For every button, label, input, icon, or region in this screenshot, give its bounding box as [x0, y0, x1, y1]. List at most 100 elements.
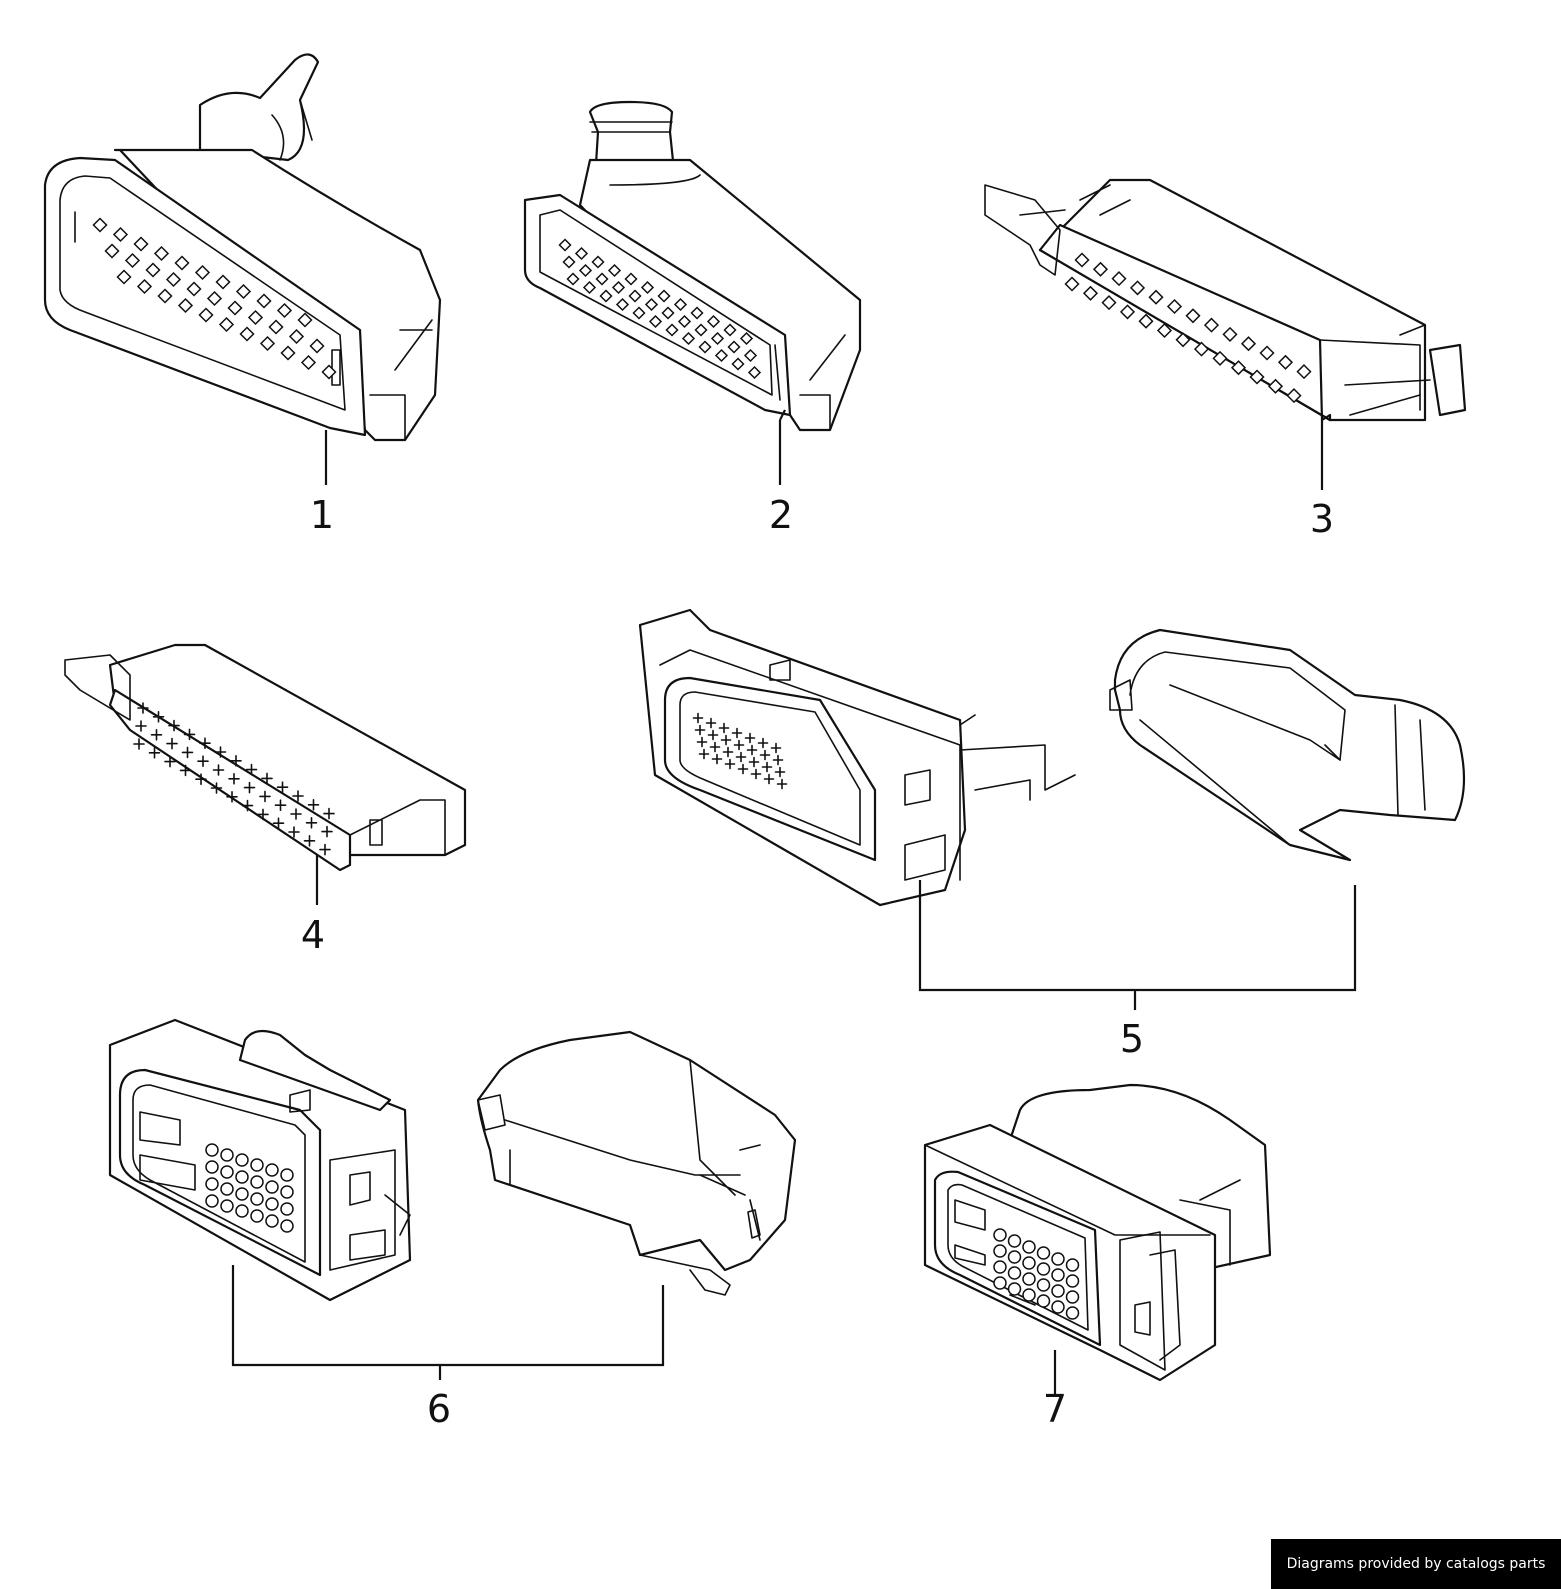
connector-pin [599, 289, 613, 303]
connector-pin [1259, 345, 1275, 361]
connector-pin [186, 281, 202, 297]
connector-pin [220, 1148, 234, 1162]
connector-pin [136, 278, 153, 295]
connector-pin [198, 307, 214, 323]
connector-pin [744, 732, 756, 744]
connector-pin [256, 293, 272, 309]
connector-pin [205, 1143, 219, 1157]
callout-5: 5 [1120, 1017, 1144, 1061]
connector-pin [243, 781, 256, 794]
connector-pin [265, 1214, 279, 1228]
connector-pin [1036, 1246, 1051, 1260]
connector-pin [206, 290, 223, 307]
leader-lines [231, 420, 1357, 1395]
part-5-housing-drawing [638, 608, 1076, 907]
connector-pin [558, 238, 572, 252]
connector-pin [657, 289, 671, 303]
connector-pin [235, 1187, 249, 1201]
connector-pin [993, 1276, 1007, 1290]
connector-pin [157, 288, 173, 304]
connector-pin [1230, 360, 1247, 376]
connector-pin [1240, 336, 1257, 352]
connector-pin [747, 365, 762, 380]
connector-pin [164, 755, 176, 768]
connector-pin [644, 297, 659, 312]
connector-pin [591, 255, 605, 269]
connector-pin [268, 319, 284, 335]
callout-1: 1 [310, 493, 334, 537]
connector-pin [1193, 341, 1210, 357]
connector-pin [205, 1160, 219, 1174]
connector-pin [272, 817, 285, 829]
connector-pin [220, 1182, 234, 1196]
connector-pin [673, 297, 688, 312]
connector-pin [1148, 289, 1164, 305]
connector-pin [166, 737, 178, 750]
connector-pin [174, 255, 190, 271]
connector-pin [199, 737, 211, 749]
connector-pin [759, 749, 771, 761]
connector-pin [1212, 350, 1228, 366]
connector-pin [698, 748, 710, 760]
connector-pin [133, 738, 145, 750]
connector-pin [1051, 1284, 1065, 1298]
part-5-cover-drawing [1109, 628, 1466, 862]
connector-pin [1277, 354, 1294, 370]
connector-pin [235, 1153, 249, 1167]
connector-pin [1036, 1262, 1051, 1276]
connector-pin [1065, 1290, 1080, 1304]
connector-pin [177, 297, 194, 314]
connector-pin [259, 790, 271, 803]
connector-pin [307, 799, 320, 811]
connector-pin [665, 323, 679, 337]
connector-pin [194, 264, 211, 281]
connector-pin [1175, 332, 1191, 348]
connector-pin [1222, 326, 1238, 342]
connector-pin [735, 751, 747, 763]
connector-pin [1007, 1266, 1022, 1280]
connector-pin [265, 1197, 279, 1211]
connector-pin [215, 274, 231, 290]
connector-pin [300, 354, 317, 371]
connector-pin [276, 781, 289, 793]
connector-pin [220, 1199, 234, 1213]
connector-pin [1249, 369, 1265, 385]
connector-pin [1286, 388, 1302, 404]
leader-line-5 [918, 880, 1357, 1010]
connector-pin [710, 331, 725, 346]
connector-pin [1065, 1306, 1080, 1320]
connector-pin [624, 272, 638, 286]
connector-pin [763, 773, 775, 785]
connector-pin [705, 717, 717, 729]
connector-pin [615, 297, 630, 312]
connector-pin [707, 729, 719, 741]
connector-pin [92, 217, 108, 233]
connector-pin [247, 309, 264, 326]
connector-pin [993, 1260, 1007, 1274]
connector-pin [181, 746, 194, 759]
connector-pin [205, 1177, 219, 1191]
connector-pin [1051, 1268, 1065, 1282]
connector-pin [292, 790, 304, 802]
connector-pin [731, 357, 745, 371]
connector-pin [265, 1163, 279, 1177]
connector-pin [1051, 1300, 1065, 1314]
connector-pin [1036, 1294, 1051, 1308]
connector-pin [743, 348, 758, 363]
connector-pin [303, 835, 316, 847]
connector-pin [698, 340, 712, 354]
connector-pin [133, 236, 149, 252]
part-7-connector-drawing [923, 1083, 1272, 1382]
connector-pin [1036, 1278, 1051, 1292]
connector-pin [1138, 313, 1154, 329]
connector-pin [692, 712, 704, 724]
callout-4: 4 [301, 913, 325, 957]
connector-pin [724, 758, 736, 770]
connector-pin [677, 314, 692, 329]
part-2-connector-drawing [523, 100, 862, 432]
connector-pin [259, 335, 276, 352]
connector-pin [305, 817, 318, 829]
connector-pin [1074, 252, 1090, 268]
connector-pin [574, 246, 589, 261]
